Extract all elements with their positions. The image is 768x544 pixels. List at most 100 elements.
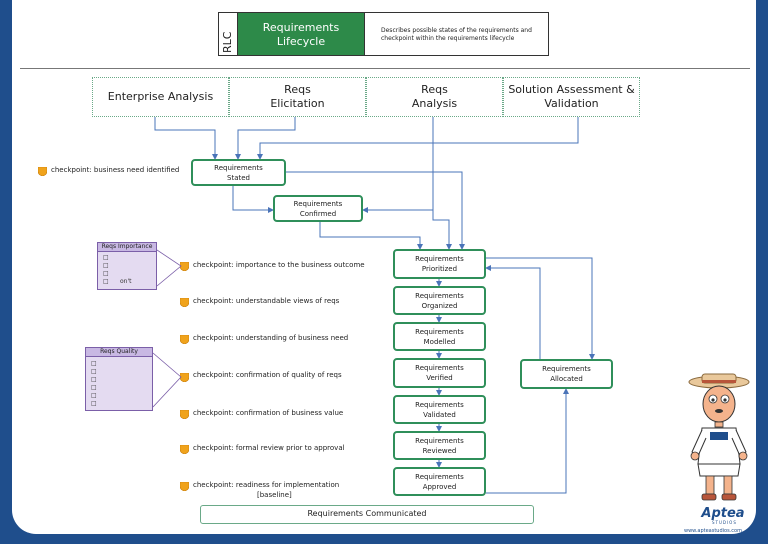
shield-icon	[180, 262, 189, 271]
shield-icon	[180, 298, 189, 307]
mascot-illustration	[688, 373, 750, 501]
connector-prioritized-to-confirmed	[362, 207, 449, 221]
connector-analysis-to-prioritized	[432, 117, 452, 250]
legend-checkbox: □	[91, 400, 97, 407]
page-title-line1: Requirements	[262, 21, 340, 34]
page-title-line2: Lifecycle	[276, 35, 326, 48]
state-label: Requirements	[415, 255, 464, 263]
connector-stated-to-prioritized	[286, 171, 465, 250]
checkpoint-label: checkpoint: understanding of business ne…	[193, 334, 349, 342]
brand-url: www.apteastudios.com	[684, 528, 742, 534]
phase-solution-assessment: Solution Assessment &Validation	[503, 77, 640, 117]
state-label: Requirements	[415, 400, 464, 409]
brand-tagline: STUDIOS	[712, 520, 737, 525]
connector-elicitation-to-stated	[235, 117, 296, 160]
legend-note: on't	[120, 278, 132, 285]
header-divider	[20, 68, 750, 69]
connector-solution-to-stated	[257, 117, 579, 160]
state-label: Approved	[422, 482, 457, 491]
page-description: Describes possible states of the require…	[364, 12, 549, 56]
phase-label: Enterprise Analysis	[107, 90, 214, 103]
phase-label: Reqs	[421, 83, 448, 96]
checkpoint-label: checkpoint: formal review prior to appro…	[193, 444, 345, 452]
legend-checkbox: □	[103, 254, 109, 261]
legend-title: Reqs Importance	[98, 243, 156, 252]
connector-stated-to-confirmed	[232, 186, 274, 213]
phase-label: Solution Assessment &	[508, 83, 635, 96]
state-label: Validated	[423, 410, 456, 419]
legend-importance-callout	[157, 249, 182, 287]
state-label: Requirements	[415, 327, 464, 336]
phase-label: Analysis	[411, 97, 458, 110]
checkpoint-baseline-label: [baseline]	[257, 491, 292, 499]
checkpoint-label: checkpoint: readiness for implementation	[193, 481, 340, 489]
connector-prioritized-to-allocated	[484, 257, 595, 360]
state-label: Reviewed	[422, 446, 457, 455]
state-label: Requirements	[415, 436, 464, 445]
legend-checkbox: □	[103, 270, 109, 277]
checkpoint-label: checkpoint: understandable views of reqs	[193, 297, 340, 305]
rlc-tag: RLC	[218, 12, 238, 56]
state-label: Allocated	[550, 375, 583, 383]
connector-approved-to-allocated	[486, 388, 569, 494]
phase-label: Reqs	[284, 83, 311, 96]
legend-reqs-importance: Reqs Importance □ □ □ □ on't	[97, 242, 157, 290]
checkpoint-label: checkpoint: importance to the business o…	[193, 261, 365, 269]
state-label: Requirements	[214, 163, 263, 172]
state-label: Requirements	[293, 199, 343, 208]
checkpoint-label: checkpoint: business need identified	[51, 166, 180, 174]
checkpoint-label: checkpoint: confirmation of business val…	[193, 409, 344, 417]
brand-logo: Aptea	[701, 506, 745, 521]
legend-checkbox: □	[91, 376, 97, 383]
state-label: Stated	[227, 173, 250, 182]
page-title: Requirements Lifecycle	[238, 12, 364, 56]
legend-reqs-quality: Reqs Quality □ □ □ □ □ □	[85, 347, 153, 411]
legend-checkbox: □	[91, 392, 97, 399]
state-label: Confirmed	[299, 209, 337, 218]
legend-title: Reqs Quality	[86, 348, 152, 357]
shield-icon	[180, 482, 189, 491]
checkpoint-label: checkpoint: confirmation of quality of r…	[193, 371, 342, 379]
legend-checkbox: □	[91, 384, 97, 391]
phase-enterprise-analysis: Enterprise Analysis	[92, 77, 229, 117]
state-label: Verified	[426, 374, 453, 382]
shield-icon	[180, 410, 189, 419]
connector-confirmed-to-prioritized	[319, 222, 423, 250]
legend-checkbox: □	[103, 262, 109, 269]
shield-icon	[180, 335, 189, 344]
shield-icon	[180, 373, 189, 382]
phase-label: Validation	[544, 97, 599, 110]
state-label: Requirements	[542, 365, 591, 373]
legend-checkbox: □	[91, 360, 97, 367]
state-label: Organized	[421, 301, 458, 310]
requirements-communicated-bar: Requirements Communicated	[200, 505, 534, 524]
connector-allocated-to-prioritized	[485, 265, 541, 359]
legend-quality-callout	[153, 352, 182, 408]
state-label: Requirements	[415, 472, 464, 481]
state-label: Prioritized	[421, 265, 458, 273]
state-label: Modelled	[423, 337, 456, 346]
legend-checkbox: □	[91, 368, 97, 375]
description-line2: checkpoint within the requirements lifec…	[381, 35, 515, 42]
state-label: Requirements	[415, 291, 464, 300]
description-line1: Describes possible states of the require…	[381, 27, 532, 34]
shield-icon	[38, 167, 47, 176]
phase-label: Elicitation	[270, 97, 325, 110]
state-label: Requirements	[415, 364, 464, 372]
legend-checkbox: □	[103, 278, 109, 285]
connector-enterprise-to-stated	[154, 117, 218, 160]
